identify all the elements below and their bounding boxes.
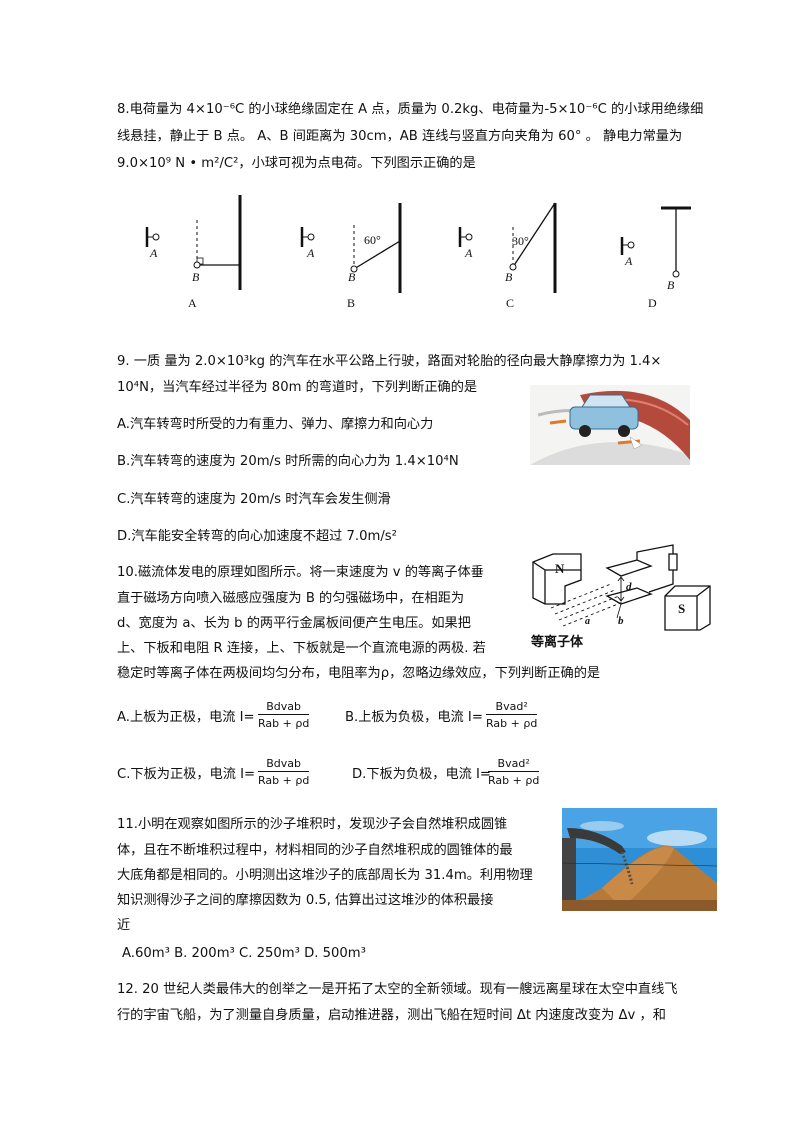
mhd-label-a: a (585, 616, 590, 627)
fig-c-label-b: B (505, 270, 513, 284)
q11-options: A.60m³ B. 200m³ C. 250m³ D. 500m³ (122, 946, 366, 961)
q10-line4: 上、下板和电阻 R 连接，上、下板就是一个直流电源的两极. 若 (117, 641, 486, 656)
fig-d-label-a: A (624, 254, 633, 268)
q8-fig-c: A 30° B C (458, 202, 557, 310)
q11-line5: 近 (117, 918, 131, 933)
mhd-caption: 等离子体 (530, 634, 584, 649)
mhd-label-s: S (678, 601, 685, 616)
q8-fig-d: A B D (620, 206, 691, 310)
q8-line1: 8.电荷量为 4×10⁻⁶C 的小球绝缘固定在 A 点，质量为 0.2kg、电荷… (117, 102, 704, 117)
q10-option-c-fraction: Bdvab Rab + ρd (258, 757, 310, 787)
fig-c-label-a: A (464, 246, 473, 260)
q10-option-b-denominator: Rab + ρd (486, 717, 538, 730)
q10-option-a-numerator: Bdvab (258, 700, 310, 715)
q9-option-d: D.汽车能安全转弯的向心加速度不超过 7.0m/s² (117, 529, 397, 544)
fig-a-label-b: B (192, 270, 200, 284)
mhd-generator-diagram: N S d a b 等离子体 (530, 544, 711, 649)
fig-b-label-b: B (348, 270, 356, 284)
car-turning-illustration (530, 385, 690, 465)
q10-option-c-prefix: C.下板为正极，电流 I= (117, 767, 256, 782)
fig-c-caption: C (506, 296, 514, 310)
q10-option-a-denominator: Rab + ρd (258, 717, 310, 730)
q10-option-d-prefix: D.下板为负极，电流 I= (352, 767, 491, 782)
fig-d-label-b: B (667, 278, 675, 292)
q11-line2: 体，且在不断堆积过程中，材料相同的沙子自然堆积成的圆锥体的最 (117, 843, 513, 858)
q10-option-a-fraction: Bdvab Rab + ρd (258, 700, 310, 730)
q9-option-b: B.汽车转弯的速度为 20m/s 时所需的向心力为 1.4×10⁴N (117, 454, 459, 469)
q10-option-b-fraction: Bvad² Rab + ρd (486, 700, 538, 730)
q10-option-b-prefix: B.上板为负极，电流 I= (345, 710, 483, 725)
fig-a-label-a: A (149, 246, 158, 260)
q9-option-a: A.汽车转弯时所受的力有重力、弹力、摩擦力和向心力 (117, 417, 434, 432)
q11-line1: 11.小明在观察如图所示的沙子堆积时，发现沙子会自然堆积成圆锥 (117, 817, 508, 832)
q10-line5: 稳定时等离子体在两极间均匀分布，电阻率为ρ，忽略边缘效应，下列判断正确的是 (117, 666, 601, 681)
q8-line3: 9.0×10⁹ N • m²/C²，小球可视为点电荷。下列图示正确的是 (117, 156, 476, 171)
sand-pile-photo (562, 808, 717, 911)
q9-line1: 9. 一质 量为 2.0×10³kg 的汽车在水平公路上行驶，路面对轮胎的径向最… (117, 354, 662, 369)
q10-option-d-denominator: Rab + ρd (488, 774, 540, 787)
q8-fig-b: A 60° B B (300, 203, 402, 310)
q10-option-a-prefix: A.上板为正极，电流 I= (117, 710, 255, 725)
q10-line3: d、宽度为 a、长为 b 的两平行金属板间便产生电压。如果把 (117, 616, 471, 631)
q10-option-d-numerator: Bvad² (488, 757, 540, 772)
fig-c-angle: 30° (512, 234, 529, 248)
q11-line3: 大底角都是相同的。小明测出这堆沙子的底部周长为 31.4m。利用物理 (117, 868, 533, 883)
q8-fig-a: A B A (145, 195, 242, 310)
q9-option-c: C.汽车转弯的速度为 20m/s 时汽车会发生侧滑 (117, 492, 391, 507)
q12-line1: 12. 20 世纪人类最伟大的创举之一是开拓了太空的全新领域。现有一艘远离星球在… (117, 982, 678, 997)
mhd-label-d: d (626, 581, 632, 593)
q10-option-b-numerator: Bvad² (486, 700, 538, 715)
q10-option-c-denominator: Rab + ρd (258, 774, 310, 787)
fig-d-caption: D (648, 296, 657, 310)
q8-figures: A B A A 60° B B A (145, 195, 691, 310)
mhd-label-n: N (555, 561, 565, 576)
fig-b-label-a: A (306, 246, 315, 260)
q10-line1: 10.磁流体发电的原理如图所示。将一束速度为 v 的等离子体垂 (117, 565, 484, 580)
q12-line2: 行的宇宙飞船，为了测量自身质量，启动推进器，测出飞船在短时间 Δt 内速度改变为… (117, 1008, 666, 1023)
fig-b-angle: 60° (364, 233, 381, 247)
q9-line2: 10⁴N，当汽车经过半径为 80m 的弯道时，下列判断正确的是 (117, 380, 478, 395)
q10-line2: 直于磁场方向喷入磁感应强度为 B 的匀强磁场中，在相距为 (117, 591, 465, 606)
q11-line4: 知识测得沙子之间的摩擦因数为 0.5, 估算出过这堆沙的体积最接 (117, 893, 494, 908)
q10-option-c-numerator: Bdvab (258, 757, 310, 772)
q8-line2: 线悬挂，静止于 B 点。 A、B 间距离为 30cm，AB 连线与竖直方向夹角为… (117, 129, 683, 144)
fig-b-caption: B (347, 296, 355, 310)
mhd-label-b: b (618, 615, 624, 627)
q10-option-d-fraction: Bvad² Rab + ρd (488, 757, 540, 787)
fig-a-caption: A (188, 296, 197, 310)
